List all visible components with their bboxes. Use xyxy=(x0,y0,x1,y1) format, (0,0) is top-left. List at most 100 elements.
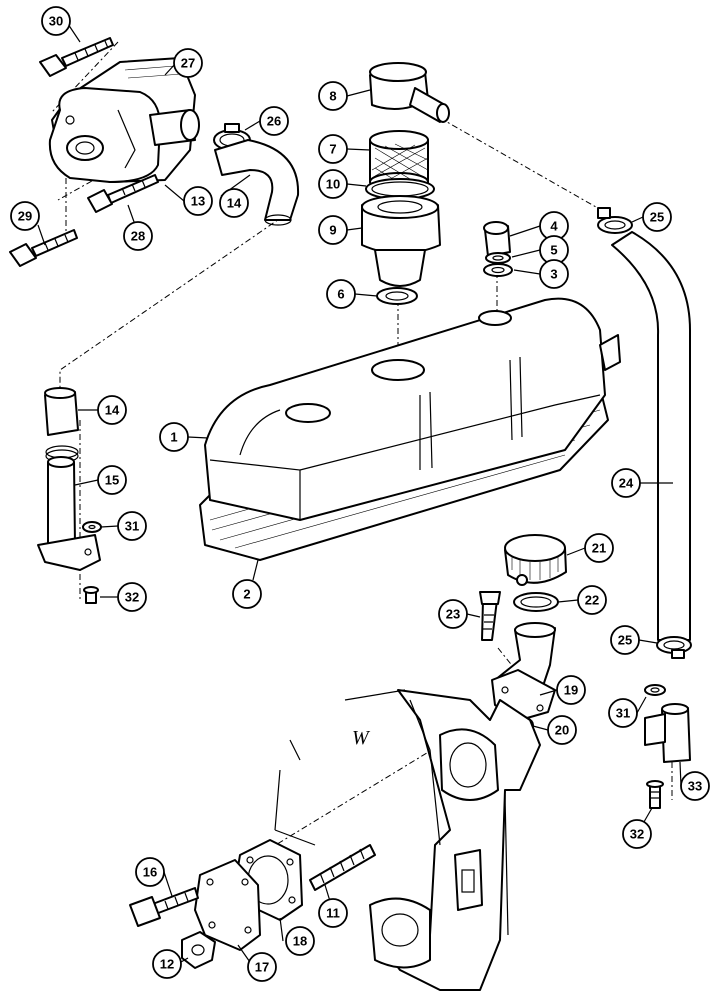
svg-text:8: 8 xyxy=(329,89,336,104)
svg-text:14: 14 xyxy=(105,403,120,418)
svg-text:25: 25 xyxy=(650,210,664,225)
front-cover-casting: W xyxy=(274,689,541,991)
callout-23: 23 xyxy=(438,599,468,629)
callout-16: 16 xyxy=(135,857,165,887)
washer-3 xyxy=(483,263,513,277)
callout-10: 10 xyxy=(318,169,348,199)
acorn-nut-4 xyxy=(483,221,511,257)
cover-plate-17 xyxy=(194,859,261,951)
callout-20: 20 xyxy=(547,715,577,745)
svg-text:23: 23 xyxy=(446,607,460,622)
svg-text:20: 20 xyxy=(555,723,569,738)
filler-cap-21 xyxy=(504,534,567,586)
callout-9: 9 xyxy=(318,215,348,245)
bolt-23 xyxy=(479,591,501,641)
washer-31-right xyxy=(644,684,666,696)
callout-3: 3 xyxy=(539,259,569,289)
callout-17: 17 xyxy=(247,952,277,982)
svg-text:28: 28 xyxy=(131,229,145,244)
callout-31-left: 31 xyxy=(117,511,147,541)
callout-18: 18 xyxy=(285,926,315,956)
callout-6: 6 xyxy=(326,279,356,309)
water-pump xyxy=(48,57,200,183)
svg-text:33: 33 xyxy=(688,779,702,794)
callout-7: 7 xyxy=(318,134,348,164)
casting-mark: W xyxy=(352,727,371,749)
tube-33 xyxy=(644,703,691,763)
callout-14-lower: 14 xyxy=(97,395,127,425)
svg-text:13: 13 xyxy=(191,194,205,209)
callout-11: 11 xyxy=(318,898,348,928)
callout-19: 19 xyxy=(556,675,586,705)
washer-5 xyxy=(485,252,511,264)
svg-text:18: 18 xyxy=(293,934,307,949)
callout-27: 27 xyxy=(173,48,203,78)
svg-text:31: 31 xyxy=(125,519,139,534)
svg-text:9: 9 xyxy=(329,223,336,238)
svg-text:4: 4 xyxy=(550,219,558,234)
callout-2: 2 xyxy=(232,579,262,609)
hose-14-upper xyxy=(214,139,300,226)
svg-text:29: 29 xyxy=(18,209,32,224)
breather-cap-8 xyxy=(369,62,450,123)
filler-neck-19 xyxy=(491,622,556,721)
svg-text:2: 2 xyxy=(243,587,250,602)
svg-text:21: 21 xyxy=(592,541,606,556)
grommet-6 xyxy=(376,287,418,305)
svg-text:6: 6 xyxy=(337,287,344,302)
callout-26: 26 xyxy=(259,106,289,136)
stud-11 xyxy=(309,844,376,891)
svg-text:1: 1 xyxy=(170,430,177,445)
breather-body-9 xyxy=(361,195,441,287)
svg-text:15: 15 xyxy=(105,473,119,488)
callout-33: 33 xyxy=(680,771,710,801)
callout-15: 15 xyxy=(97,465,127,495)
svg-text:16: 16 xyxy=(143,865,157,880)
callout-25-lower: 25 xyxy=(610,625,640,655)
callout-14-upper: 14 xyxy=(219,188,249,218)
hose-14-lower xyxy=(44,387,79,436)
seal-22 xyxy=(513,592,559,612)
washer-31-left xyxy=(82,521,102,533)
svg-text:11: 11 xyxy=(326,906,340,921)
valve-cover-1 xyxy=(204,297,621,521)
callout-31-right: 31 xyxy=(608,698,638,728)
svg-text:17: 17 xyxy=(255,960,269,975)
svg-text:27: 27 xyxy=(181,56,195,71)
svg-text:19: 19 xyxy=(564,683,578,698)
hose-24 xyxy=(611,231,691,641)
callout-30: 30 xyxy=(41,6,71,36)
callout-1: 1 xyxy=(159,422,189,452)
hose-clamp-25-upper xyxy=(597,207,633,234)
nut-12 xyxy=(181,931,216,969)
callout-12: 12 xyxy=(152,949,182,979)
svg-text:31: 31 xyxy=(616,706,630,721)
bolt-29 xyxy=(9,229,78,267)
bolt-32-left xyxy=(83,586,99,604)
svg-text:7: 7 xyxy=(329,142,336,157)
callout-32-right: 32 xyxy=(622,819,652,849)
callout-32-left: 32 xyxy=(117,582,147,612)
tube-15 xyxy=(37,456,101,571)
svg-text:26: 26 xyxy=(267,114,281,129)
bolt-16 xyxy=(129,887,199,927)
callout-24: 24 xyxy=(611,468,641,498)
svg-text:14: 14 xyxy=(227,196,242,211)
svg-text:22: 22 xyxy=(585,593,599,608)
hose-clamp-25-lower xyxy=(656,636,692,659)
svg-text:12: 12 xyxy=(160,957,174,972)
bolt-32-right xyxy=(646,780,664,809)
callout-28: 28 xyxy=(123,221,153,251)
svg-text:5: 5 xyxy=(550,243,557,258)
callout-8: 8 xyxy=(318,81,348,111)
callout-25-upper: 25 xyxy=(642,202,672,232)
bolt-30 xyxy=(39,37,114,77)
callout-29: 29 xyxy=(10,201,40,231)
callout-13: 13 xyxy=(183,186,213,216)
svg-text:10: 10 xyxy=(326,177,340,192)
callout-22: 22 xyxy=(577,585,607,615)
callout-21: 21 xyxy=(584,533,614,563)
svg-text:30: 30 xyxy=(49,14,63,29)
svg-text:25: 25 xyxy=(618,633,632,648)
